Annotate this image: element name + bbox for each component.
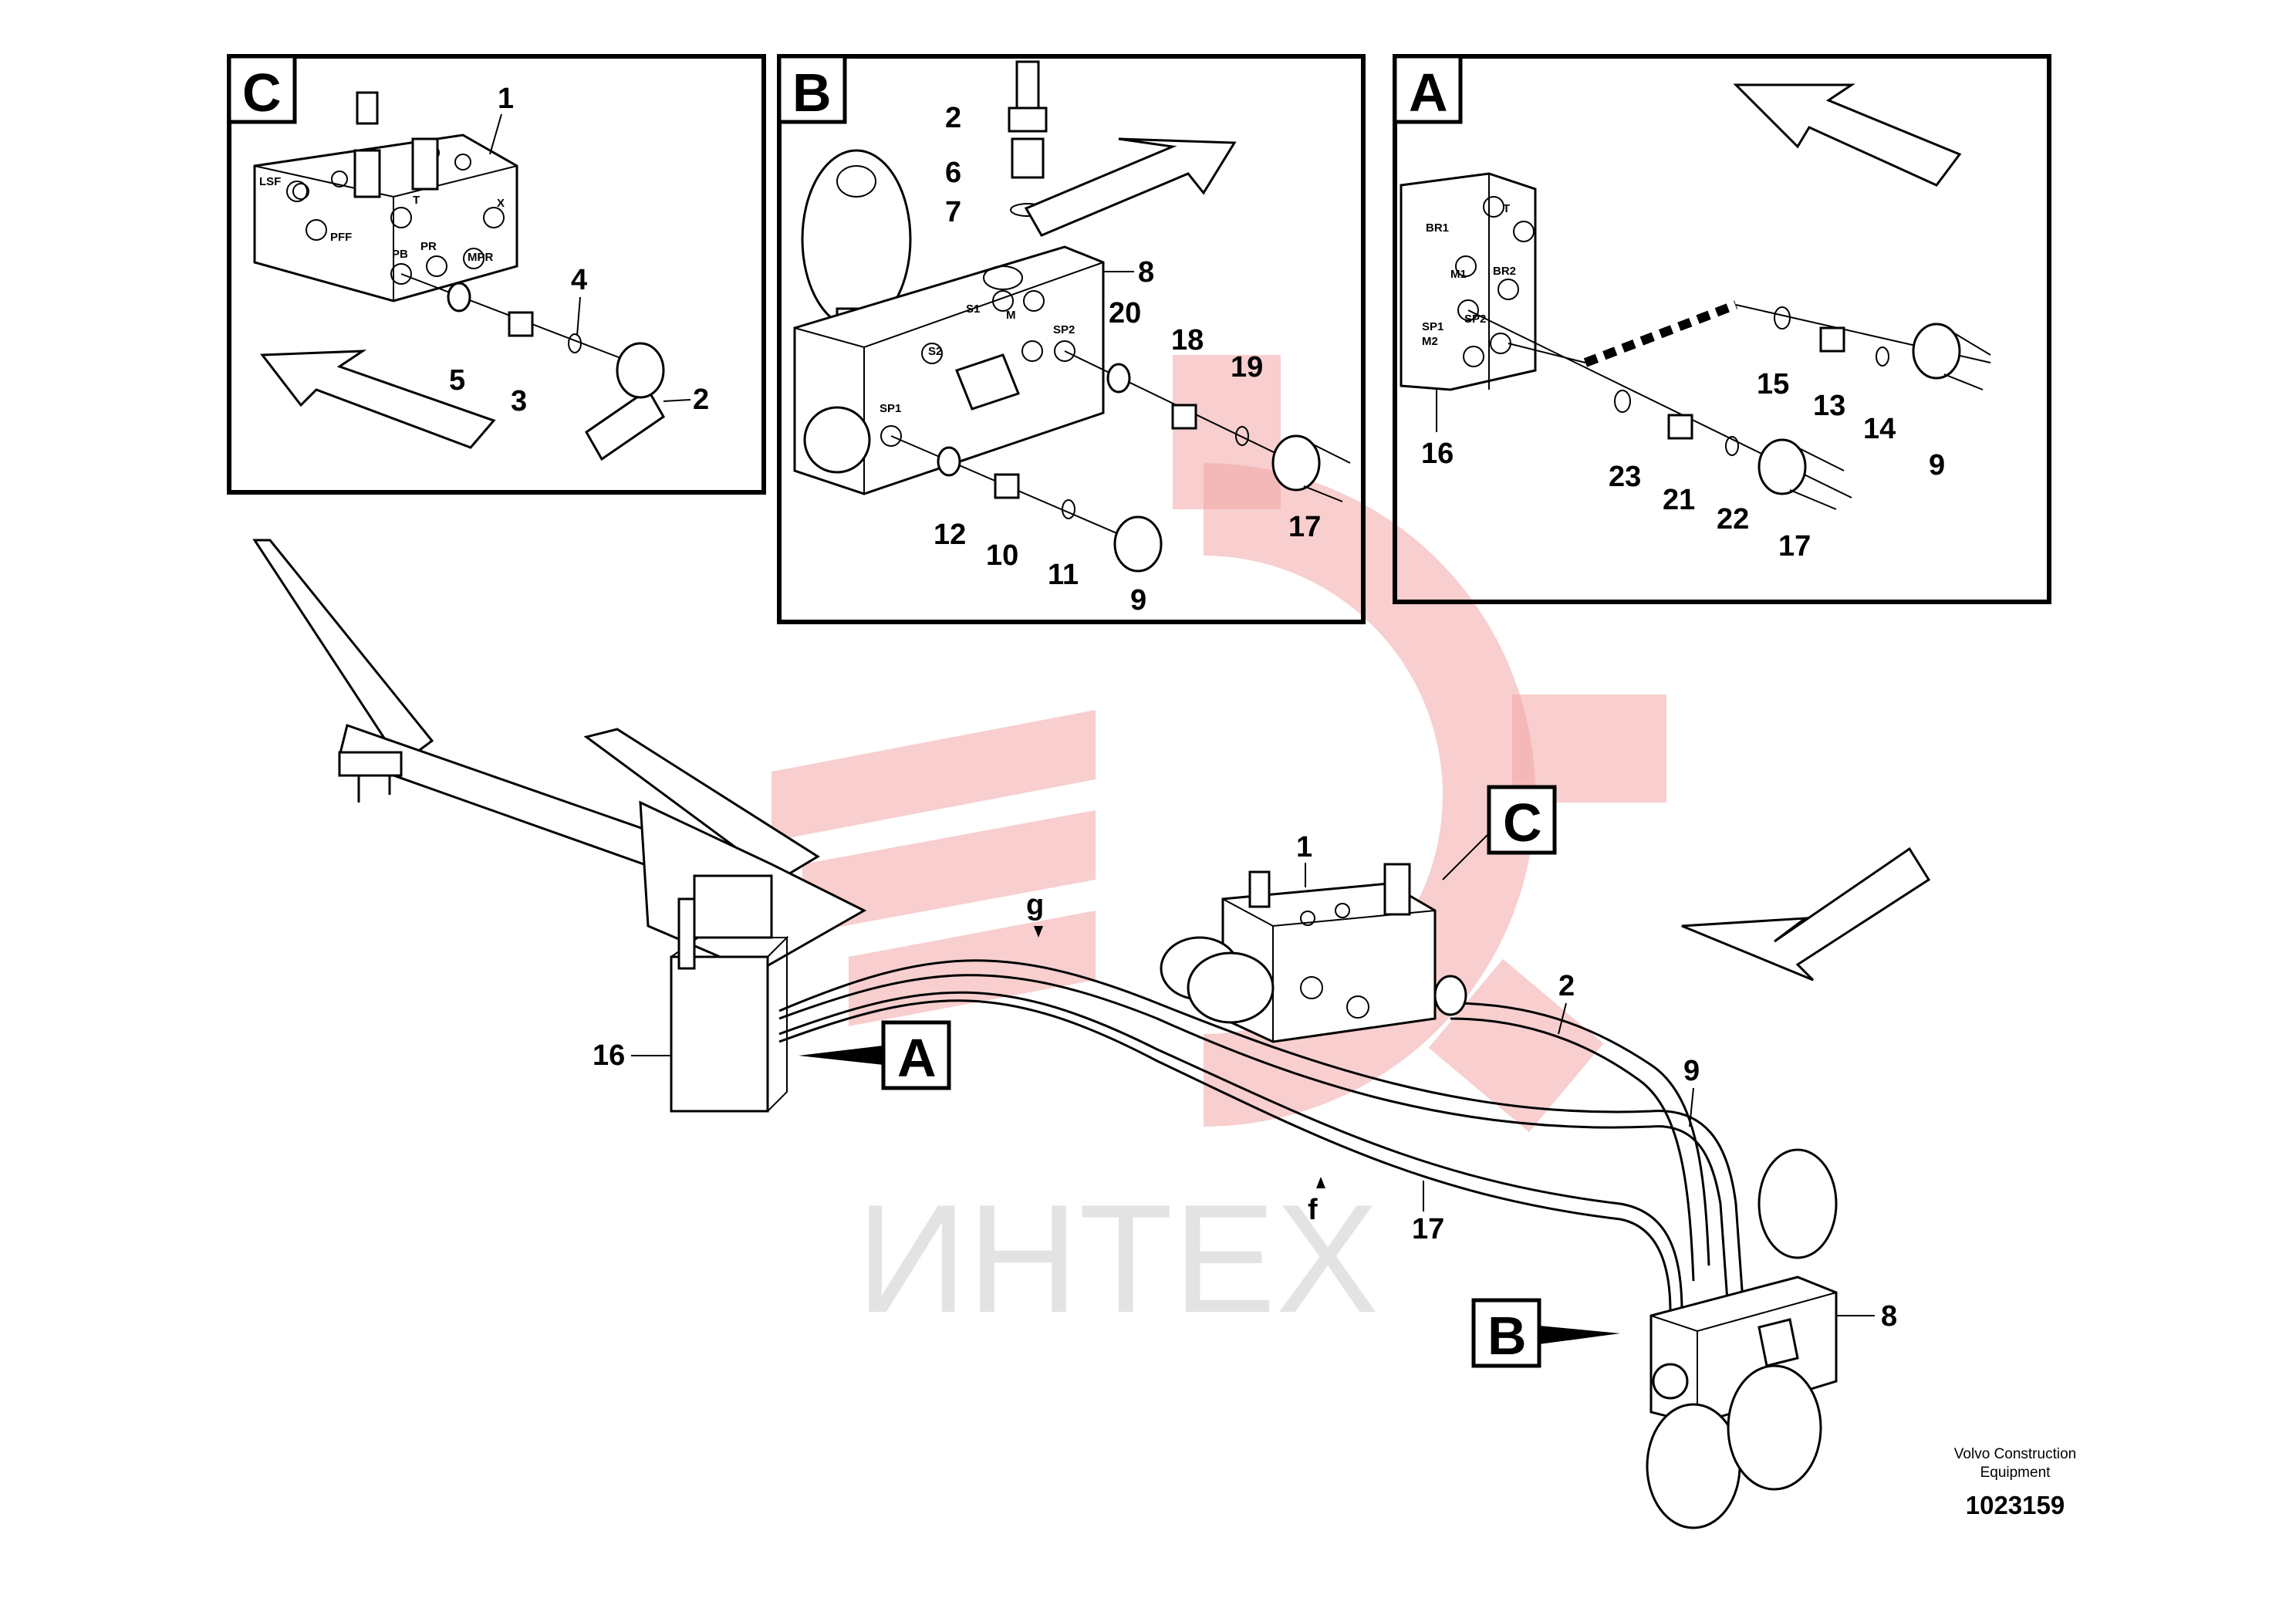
port-sp2: SP2 [1053,323,1075,336]
callout-a-17: 17 [1778,530,1811,563]
callout-b-18: 18 [1171,324,1204,357]
port-s2: S2 [928,345,942,358]
callout-b-11: 11 [1048,559,1079,591]
port-s1: S1 [966,302,980,316]
port-sp1-a: SP1 [1422,320,1443,333]
callout-c-3: 3 [511,385,527,417]
callout-a-16: 16 [1421,438,1454,470]
credit-line-1: Volvo Construction [1954,1446,2076,1462]
port-x: X [497,197,505,210]
callout-a-22: 22 [1717,503,1749,536]
callout-a-23: 23 [1609,461,1641,493]
port-pr: PR [420,240,437,253]
callout-a-9: 9 [1929,449,1945,482]
port-t-a: T [1503,202,1510,215]
callout-main-1: 1 [1296,831,1312,863]
port-lsf: LSF [259,175,281,188]
document-number: 1023159 [1966,1491,2065,1519]
callout-c-5: 5 [449,364,465,397]
detail-c-label: C [242,63,282,123]
watermark-logo [772,355,1666,1133]
flow-label-f: f [1308,1194,1318,1226]
callout-main-16: 16 [593,1039,625,1072]
callout-b-20: 20 [1109,297,1141,329]
callout-a-13: 13 [1813,390,1845,422]
detail-a-label: A [1409,63,1448,123]
detail-view-a: A BR1 T M1 BR2 SP1 SP2 M2 16 23 [1393,54,2051,604]
port-pff: PFF [330,231,352,244]
callout-b-8: 8 [1138,256,1154,289]
main-view-a-label: A [897,1028,937,1088]
callout-b-7: 7 [945,196,961,228]
callout-b-19: 19 [1231,351,1263,384]
main-view-c-label: C [1503,792,1542,853]
main-view-b-label: B [1487,1306,1527,1366]
detail-b-label: B [792,63,832,123]
callout-b-9: 9 [1130,584,1146,617]
port-br2: BR2 [1493,265,1516,278]
main-assembly: C A B 1 2 9 16 17 8 g f [252,539,1931,1529]
callout-c-4: 4 [571,264,587,296]
detail-view-c: C LSF PFF PB PR MPR T X 1 4 5 3 2 [227,54,766,495]
callout-main-17: 17 [1412,1213,1444,1245]
watermark-text: ИНТЕХ [856,1173,1379,1345]
port-m1: M1 [1450,268,1467,281]
callout-a-14: 14 [1863,413,1896,445]
detail-view-b: B S1 M S2 SP2 SP1 [777,54,1366,624]
port-t: T [413,194,420,207]
port-m: M [1006,309,1016,322]
flow-label-g: g [1026,889,1044,921]
callout-b-6: 6 [945,157,961,189]
callout-main-8: 8 [1881,1300,1897,1333]
port-pb: PB [392,248,408,261]
port-br1: BR1 [1426,221,1449,235]
port-m2: M2 [1422,335,1438,348]
port-sp1: SP1 [880,402,901,415]
callout-main-2: 2 [1558,970,1575,1002]
callout-a-15: 15 [1757,368,1789,400]
credit-line-2: Equipment [1980,1465,2051,1481]
callout-main-9: 9 [1683,1055,1700,1087]
callout-b-17: 17 [1288,511,1321,543]
port-mpr: MPR [468,251,494,264]
callout-b-2: 2 [945,102,961,134]
callout-c-2: 2 [693,384,709,416]
callout-c-1: 1 [498,83,514,115]
callout-a-21: 21 [1663,484,1695,516]
callout-b-12: 12 [934,519,966,551]
callout-b-10: 10 [986,539,1018,572]
